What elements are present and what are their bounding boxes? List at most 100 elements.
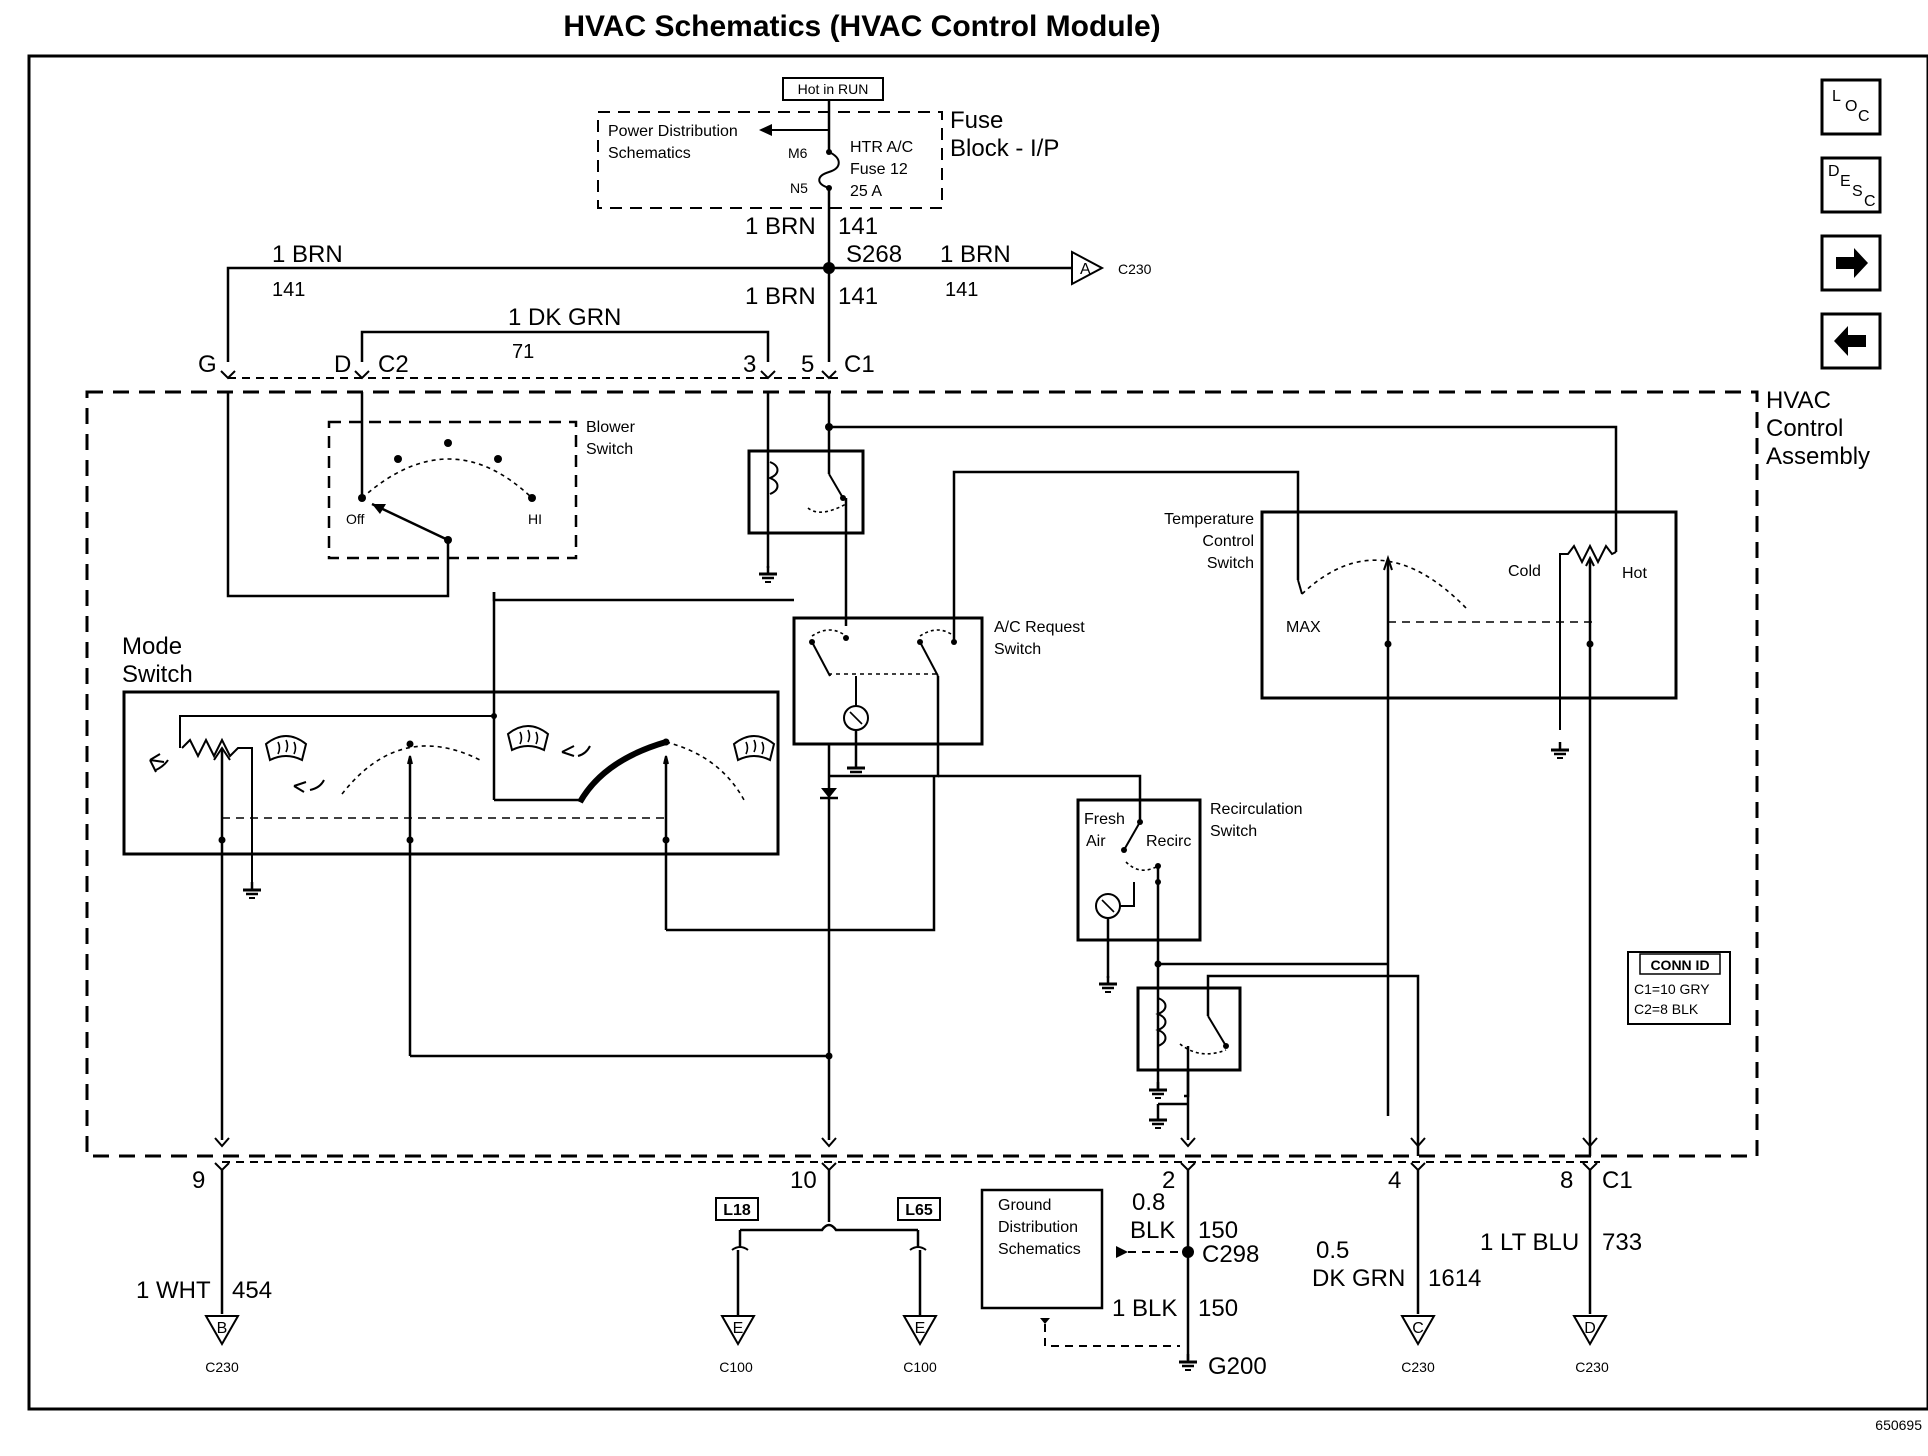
connector-letter: A (1080, 261, 1091, 278)
connector-c298-label: C298 (1202, 1241, 1259, 1268)
wire-color-label: 1 BLK (1112, 1295, 1177, 1322)
connector-c1-bottom-label: C1 (1602, 1167, 1633, 1194)
blower-hi-label: HI (528, 511, 542, 527)
temp-switch-label-2: Control (1202, 533, 1254, 550)
recirc-switch-label-2: Switch (1210, 823, 1257, 840)
recirc-label: Recirc (1146, 833, 1191, 850)
temp-max-label: MAX (1286, 619, 1321, 636)
defrost-icon (732, 735, 776, 762)
connector-c230-label: C230 (1401, 1359, 1435, 1375)
connector-letter: D (1584, 1320, 1596, 1337)
wire-size-label: 0.5 (1316, 1237, 1349, 1264)
conn-id-c2: C2=8 BLK (1634, 1001, 1699, 1017)
temp-switch-label-3: Switch (1207, 555, 1254, 572)
svg-text:D: D (1828, 163, 1840, 180)
circuit-number: 1614 (1428, 1265, 1481, 1292)
conn-id-box (1627, 951, 1731, 1025)
previous-arrow-button[interactable] (1820, 312, 1882, 370)
connector-b-triangle (204, 1315, 240, 1347)
connector-c100-label: C100 (719, 1359, 753, 1375)
defrost-icon (506, 725, 550, 752)
mode-switch-title: Mode (122, 633, 182, 660)
wire-color-label: 1 DK GRN (508, 304, 621, 331)
connector-d-triangle (1572, 1315, 1608, 1347)
potentiometer-icon (181, 737, 253, 888)
svg-text:E: E (1840, 173, 1851, 190)
ac-request-switch-label: A/C Request (994, 619, 1085, 636)
fuse-rating: 25 A (850, 183, 882, 200)
connector-c230-label: C230 (1118, 261, 1152, 277)
relay-coil-icon (767, 461, 779, 495)
mode-switch-box (122, 690, 780, 856)
svg-text:C: C (1864, 193, 1876, 210)
pin-g: G (198, 351, 217, 378)
wire-color-label: 1 LT BLU (1480, 1229, 1579, 1256)
floor-airflow-icon (293, 779, 325, 793)
blower-off-label: Off (346, 511, 365, 527)
desc-button[interactable]: D E S C (1820, 156, 1882, 214)
circuit-number: 733 (1602, 1229, 1642, 1256)
next-arrow-button[interactable] (1820, 234, 1882, 292)
connector-letter: E (733, 1320, 744, 1337)
air-label: Air (1086, 833, 1106, 850)
hot-in-run-label: Hot in RUN (798, 81, 869, 97)
svg-text:C: C (1858, 108, 1870, 125)
connector-c-triangle (1400, 1315, 1436, 1347)
temperature-control-switch-box (1260, 510, 1678, 700)
diagram-frame (27, 54, 1928, 1411)
page-title: HVAC Schematics (HVAC Control Module) (563, 10, 1160, 43)
circuit-number: 454 (232, 1277, 272, 1304)
connector-c100-label: C100 (903, 1359, 937, 1375)
assembly-title-2: Control (1766, 415, 1843, 442)
pin-5: 5 (801, 351, 814, 378)
wire-color-label: 1 BRN (940, 241, 1011, 268)
pin-8: 8 (1560, 1167, 1573, 1194)
gds-label: Ground (998, 1197, 1051, 1214)
gds-label-3: Schematics (998, 1241, 1081, 1258)
defrost-icon (264, 735, 308, 762)
mode-switch-title-2: Switch (122, 661, 193, 688)
loc-button[interactable]: L O C (1820, 78, 1882, 136)
wire-color-label: BLK (1130, 1217, 1175, 1244)
svg-text:S: S (1852, 183, 1863, 200)
mode-switch-wiper (577, 739, 667, 804)
assembly-title-3: Assembly (1766, 443, 1870, 470)
option-l18-label: L18 (723, 1202, 751, 1219)
defog-airflow-icon (561, 745, 591, 757)
circuit-number: 141 (272, 279, 305, 301)
power-distribution-label: Power Distribution (608, 123, 738, 140)
relay-coil-icon (1155, 997, 1167, 1047)
blower-relay-box (747, 449, 865, 535)
wire-color-label: 1 BRN (272, 241, 343, 268)
connector-letter: C (1412, 1320, 1424, 1337)
connector-c1-label: C1 (844, 351, 875, 378)
fuse-block-box (597, 111, 943, 209)
svg-text:L: L (1832, 88, 1841, 105)
blower-switch-label: Blower (586, 419, 636, 436)
splice-c298 (1182, 1246, 1194, 1258)
pin-9: 9 (192, 1167, 205, 1194)
pin-2: 2 (1162, 1167, 1175, 1194)
fresh-label: Fresh (1084, 811, 1125, 828)
hot-in-run-box (782, 77, 884, 101)
connector-e-triangle (902, 1315, 938, 1347)
connector-e-triangle (720, 1315, 756, 1347)
ac-request-switch-box (792, 616, 984, 746)
fuse-number: Fuse 12 (850, 161, 908, 178)
conn-id-title: CONN ID (1650, 957, 1709, 973)
option-l65-label: L65 (905, 1202, 933, 1219)
pin-m6: M6 (788, 145, 808, 161)
fuse-name: HTR A/C (850, 139, 913, 156)
recirc-switch-label: Recirculation (1210, 801, 1302, 818)
pin-3: 3 (743, 351, 756, 378)
wire-color-label: 1 WHT (136, 1277, 211, 1304)
fuse-block-subtitle: Block - I/P (950, 135, 1059, 162)
svg-text:O: O (1845, 98, 1857, 115)
arrow-left-icon (1834, 326, 1866, 356)
connector-letter: E (915, 1320, 926, 1337)
connector-c2-label: C2 (378, 351, 409, 378)
wire-color-label: 1 BRN (745, 283, 816, 310)
connector-c230-label: C230 (1575, 1359, 1609, 1375)
ground-g200-label: G200 (1208, 1353, 1267, 1380)
